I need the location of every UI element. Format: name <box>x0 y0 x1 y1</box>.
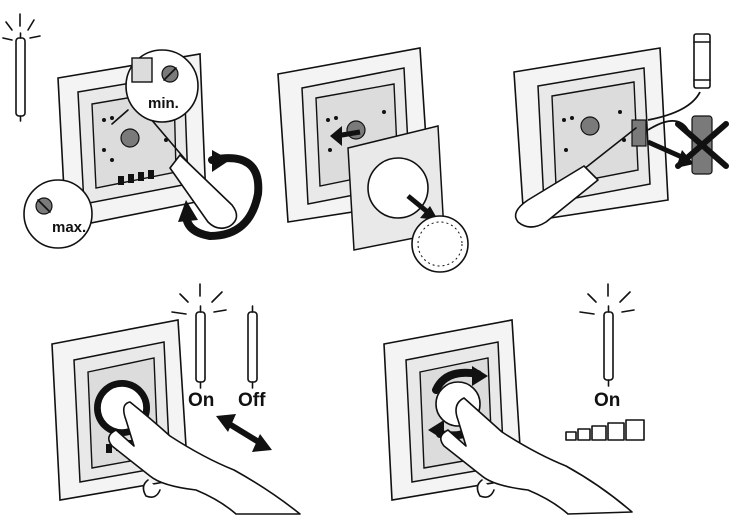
panel-remove-cover <box>278 48 468 272</box>
hand-press-icon <box>109 402 300 514</box>
on-label: On <box>188 390 214 411</box>
min-label: min. <box>148 95 179 112</box>
knob-cap-icon <box>412 216 468 272</box>
panel-press-dim: On <box>384 284 644 514</box>
off-label: Off <box>238 390 266 411</box>
max-label: max. <box>52 219 86 236</box>
brightness-steps-icon <box>566 420 644 440</box>
panel-replace-fuse <box>514 34 726 227</box>
on-label: On <box>594 390 620 411</box>
hand-press-icon <box>441 398 632 514</box>
double-arrow-icon <box>216 414 272 452</box>
fluorescent-tube-icon <box>580 284 634 386</box>
panel-press-on-off: On Off <box>52 284 300 514</box>
callout-max: max. <box>24 180 92 248</box>
panel-adjust-min-max: min. max. <box>3 14 258 248</box>
fluorescent-tube-icon <box>248 306 257 388</box>
fluorescent-tube-icon <box>3 14 40 121</box>
